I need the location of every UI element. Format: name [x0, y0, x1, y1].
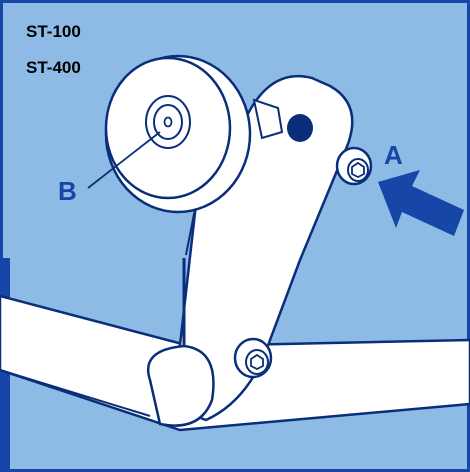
roller-front-face	[104, 56, 232, 200]
callout-b-label: B	[58, 176, 77, 206]
model-label-2: ST-400	[26, 58, 81, 77]
rail-collar	[146, 344, 215, 427]
hex-socket-bolt-icon	[335, 146, 373, 186]
hex-socket-bolt-icon	[233, 337, 273, 379]
arm-edge-line	[185, 203, 197, 256]
roller-axle	[252, 98, 284, 140]
shaft-hole	[287, 114, 313, 142]
rail-edge-line	[0, 369, 151, 417]
callout-a-label: A	[384, 140, 403, 170]
roller-center-hole	[163, 116, 173, 128]
pointer-arrow-icon	[378, 170, 464, 236]
roller-wheel	[104, 54, 284, 214]
model-label-1: ST-100	[26, 22, 81, 41]
callout-b-leader	[87, 131, 161, 189]
